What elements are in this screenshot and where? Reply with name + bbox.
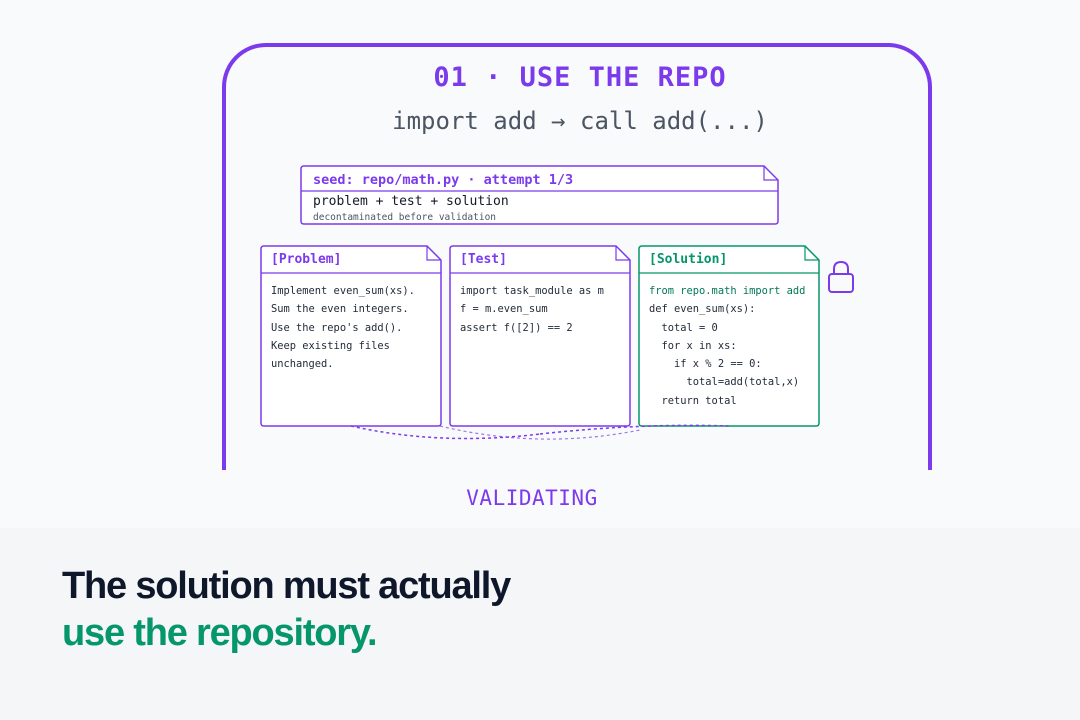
- solution-line: if x % 2 == 0:: [649, 358, 762, 371]
- problem-card: [Problem] Implement even_sum(xs). Sum the…: [260, 245, 442, 427]
- test-line: import task_module as m: [460, 285, 604, 297]
- step-frame: [222, 43, 932, 470]
- test-card: [Test] import task_module as m f = m.even…: [449, 245, 631, 427]
- connector-arc-test-solution: [539, 424, 730, 435]
- connector-arc-problem-test: [350, 425, 541, 440]
- seed-box-outline: [300, 165, 779, 225]
- connector-arc-middle: [439, 425, 641, 440]
- solution-line: for x in xs:: [649, 339, 737, 352]
- step-subtitle: import add → call add(...): [392, 107, 768, 135]
- seed-contents: problem + test + solution: [313, 194, 509, 209]
- problem-line: unchanged.: [271, 358, 334, 371]
- validation-status: VALIDATING: [466, 486, 598, 510]
- problem-card-body: Implement even_sum(xs). Sum the even inte…: [271, 282, 415, 373]
- solution-card-outline: [638, 245, 820, 427]
- headline-line-1: The solution must actually: [62, 565, 511, 607]
- step-title: 01 · USE THE REPO: [433, 62, 727, 93]
- seed-note: decontaminated before validation: [313, 212, 497, 223]
- test-card-title: [Test]: [460, 252, 507, 267]
- solution-card-body: from repo.math import add def even_sum(xs…: [649, 282, 805, 410]
- solution-line: total=add(total,x): [649, 376, 800, 389]
- problem-line: Implement even_sum(xs).: [271, 285, 415, 297]
- problem-card-outline: [260, 245, 442, 427]
- caption-area: [0, 528, 1080, 720]
- test-line: assert f([2]) == 2: [460, 321, 573, 334]
- lock-icon: [828, 260, 854, 293]
- problem-line: Use the repo's add().: [271, 321, 403, 334]
- seed-title: seed: repo/math.py · attempt 1/3: [313, 172, 574, 188]
- problem-card-title: [Problem]: [271, 252, 342, 267]
- solution-import-line: from repo.math import add: [649, 285, 806, 297]
- solution-card: [Solution] from repo.math import add def …: [638, 245, 820, 427]
- problem-line: Keep existing files: [271, 339, 390, 352]
- test-line: f = m.even_sum: [460, 303, 548, 316]
- solution-line: def even_sum(xs):: [649, 303, 756, 316]
- headline-line-2: use the repository.: [62, 612, 378, 654]
- solution-line: return total: [649, 394, 737, 407]
- problem-line: Sum the even integers.: [271, 303, 409, 316]
- solution-card-title: [Solution]: [649, 252, 728, 267]
- seed-box: seed: repo/math.py · attempt 1/3 problem…: [300, 165, 779, 225]
- solution-line: total = 0: [649, 321, 718, 334]
- card-connector-arcs: [350, 424, 730, 440]
- test-card-outline: [449, 245, 631, 427]
